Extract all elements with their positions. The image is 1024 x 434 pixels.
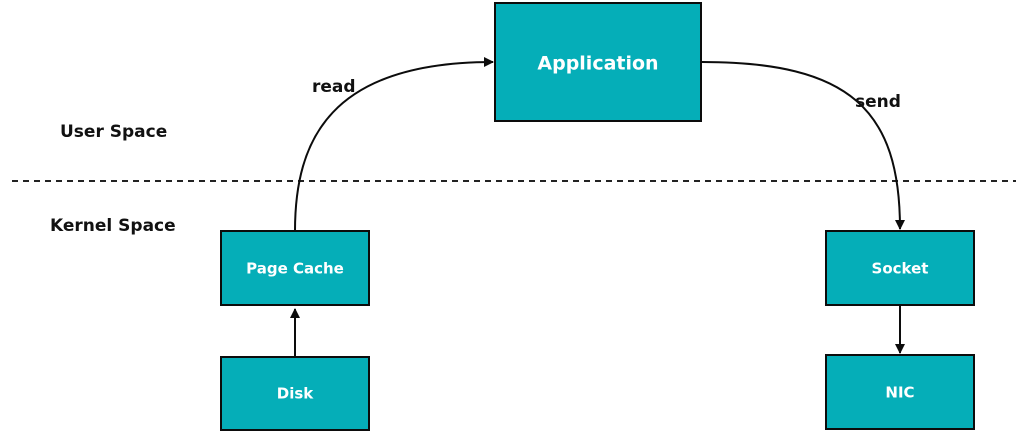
read-arrow: [294, 57, 494, 232]
application-label: Application: [537, 53, 658, 75]
send-label: send: [855, 92, 901, 112]
page-cache-node: Page Cache: [220, 230, 370, 306]
kernel-space-label: Kernel Space: [50, 216, 176, 236]
disk-label: Disk: [277, 385, 315, 403]
read-label: read: [312, 77, 356, 97]
socket-node: Socket: [825, 230, 975, 306]
application-node: Application: [494, 2, 702, 122]
nic-label: NIC: [885, 384, 914, 402]
send-arrow: [701, 61, 905, 230]
socket-label: Socket: [872, 260, 929, 278]
user-space-label: User Space: [60, 122, 167, 142]
page-cache-label: Page Cache: [246, 260, 344, 278]
disk-node: Disk: [220, 356, 370, 431]
nic-node: NIC: [825, 354, 975, 430]
